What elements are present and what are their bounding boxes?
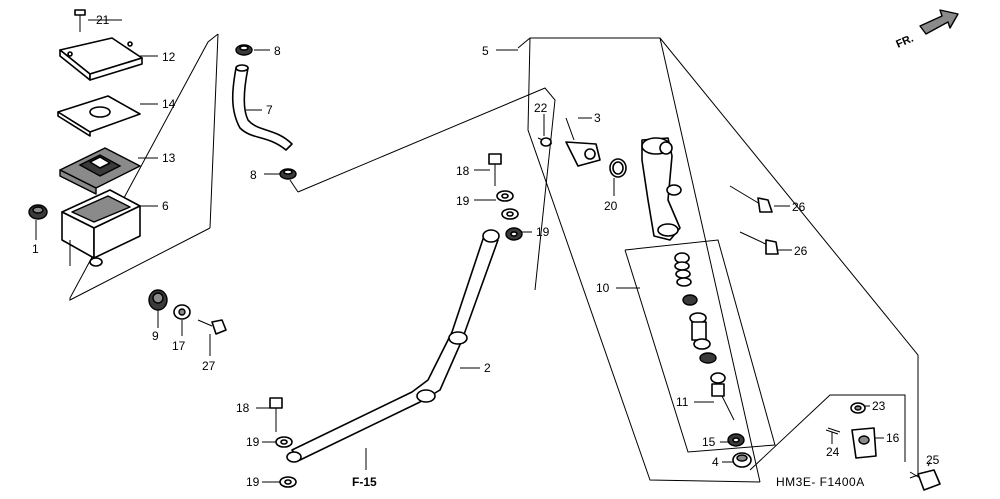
callout-19-c: 19 bbox=[246, 435, 260, 449]
callout-7: 7 bbox=[266, 103, 273, 117]
callout-8-upper: 8 bbox=[274, 44, 281, 58]
callout-24: 24 bbox=[826, 445, 840, 459]
callout-23: 23 bbox=[872, 399, 886, 413]
push-rod-11 bbox=[710, 372, 735, 421]
hose-clip-8-upper bbox=[235, 44, 253, 56]
diaphragm-13 bbox=[59, 147, 141, 195]
washer-19-e bbox=[279, 476, 297, 488]
nut-15 bbox=[727, 433, 745, 447]
cushion-9 bbox=[148, 289, 168, 311]
leader-lines bbox=[35, 19, 931, 483]
joint-4 bbox=[732, 452, 752, 468]
washer-19-b bbox=[501, 208, 519, 220]
callout-14: 14 bbox=[162, 97, 176, 111]
group-outline-mount bbox=[749, 394, 906, 471]
o-ring-20 bbox=[609, 158, 627, 178]
callout-2: 2 bbox=[484, 361, 491, 375]
nut-23 bbox=[850, 402, 866, 414]
pin-25 bbox=[909, 469, 941, 491]
group-outline-inner-kit bbox=[624, 239, 776, 453]
callout-labels: 21 12 14 13 6 1 8 7 8 9 17 27 18 19 19 1… bbox=[32, 13, 940, 489]
washer-19-d bbox=[275, 436, 293, 448]
bolt-26-lower bbox=[739, 231, 779, 255]
callout-11: 11 bbox=[676, 395, 689, 409]
callout-4: 4 bbox=[712, 455, 719, 469]
reservoir-cap-12 bbox=[59, 37, 143, 81]
callout-5: 5 bbox=[482, 44, 489, 58]
group-outline-master-cylinder bbox=[517, 37, 919, 483]
group-outline-hose-fittings bbox=[289, 87, 556, 291]
front-arrow-icon: FR. bbox=[894, 9, 959, 51]
reservoir-body-6 bbox=[61, 189, 141, 267]
bolt-26-upper bbox=[729, 185, 773, 213]
callout-12: 12 bbox=[162, 50, 176, 64]
callout-22: 22 bbox=[534, 101, 548, 115]
cotter-pin-24 bbox=[825, 427, 841, 435]
callout-21: 21 bbox=[96, 13, 110, 27]
joint-3 bbox=[565, 117, 601, 167]
callout-8-lower: 8 bbox=[250, 168, 257, 182]
callout-27: 27 bbox=[202, 359, 216, 373]
callout-1: 1 bbox=[32, 242, 39, 256]
screw-21 bbox=[74, 9, 86, 32]
washer-19-c bbox=[505, 227, 523, 241]
front-arrow-label: FR. bbox=[894, 33, 915, 51]
callout-19-a: 19 bbox=[456, 194, 470, 208]
grommet-1 bbox=[28, 204, 48, 220]
bolt-18-upper bbox=[488, 153, 502, 186]
screw-22 bbox=[537, 137, 553, 147]
callout-19-d: 19 bbox=[246, 475, 260, 489]
bolt-27 bbox=[197, 319, 227, 335]
callout-9: 9 bbox=[152, 329, 159, 343]
reference-label: F-15 bbox=[352, 475, 377, 489]
clevis-16 bbox=[851, 427, 877, 459]
callout-25: 25 bbox=[926, 453, 940, 467]
callout-13: 13 bbox=[162, 151, 176, 165]
callout-6: 6 bbox=[162, 199, 169, 213]
callout-16: 16 bbox=[886, 431, 900, 445]
callout-20: 20 bbox=[604, 199, 618, 213]
callout-3: 3 bbox=[594, 111, 601, 125]
reservoir-hose-7 bbox=[231, 64, 293, 151]
callout-19-b: 19 bbox=[536, 225, 550, 239]
callout-18-upper: 18 bbox=[456, 164, 470, 178]
bolt-18-lower bbox=[269, 397, 283, 432]
callout-17: 17 bbox=[172, 339, 186, 353]
callout-18-lower: 18 bbox=[236, 401, 250, 415]
callout-10: 10 bbox=[596, 281, 610, 295]
piston-kit-10 bbox=[674, 252, 717, 364]
callout-15: 15 bbox=[702, 435, 716, 449]
hose-clip-8-lower bbox=[279, 168, 297, 180]
brake-hose-2 bbox=[286, 229, 500, 463]
set-plate-14 bbox=[57, 95, 141, 137]
group-outline-reservoir bbox=[69, 33, 219, 301]
collar-17 bbox=[173, 304, 191, 320]
master-cylinder-body bbox=[641, 137, 682, 241]
figure-code: HM3E- F1400A bbox=[776, 475, 865, 489]
callout-26-upper: 26 bbox=[792, 200, 806, 214]
callout-26-lower: 26 bbox=[794, 244, 808, 258]
washer-19-a bbox=[496, 190, 514, 202]
